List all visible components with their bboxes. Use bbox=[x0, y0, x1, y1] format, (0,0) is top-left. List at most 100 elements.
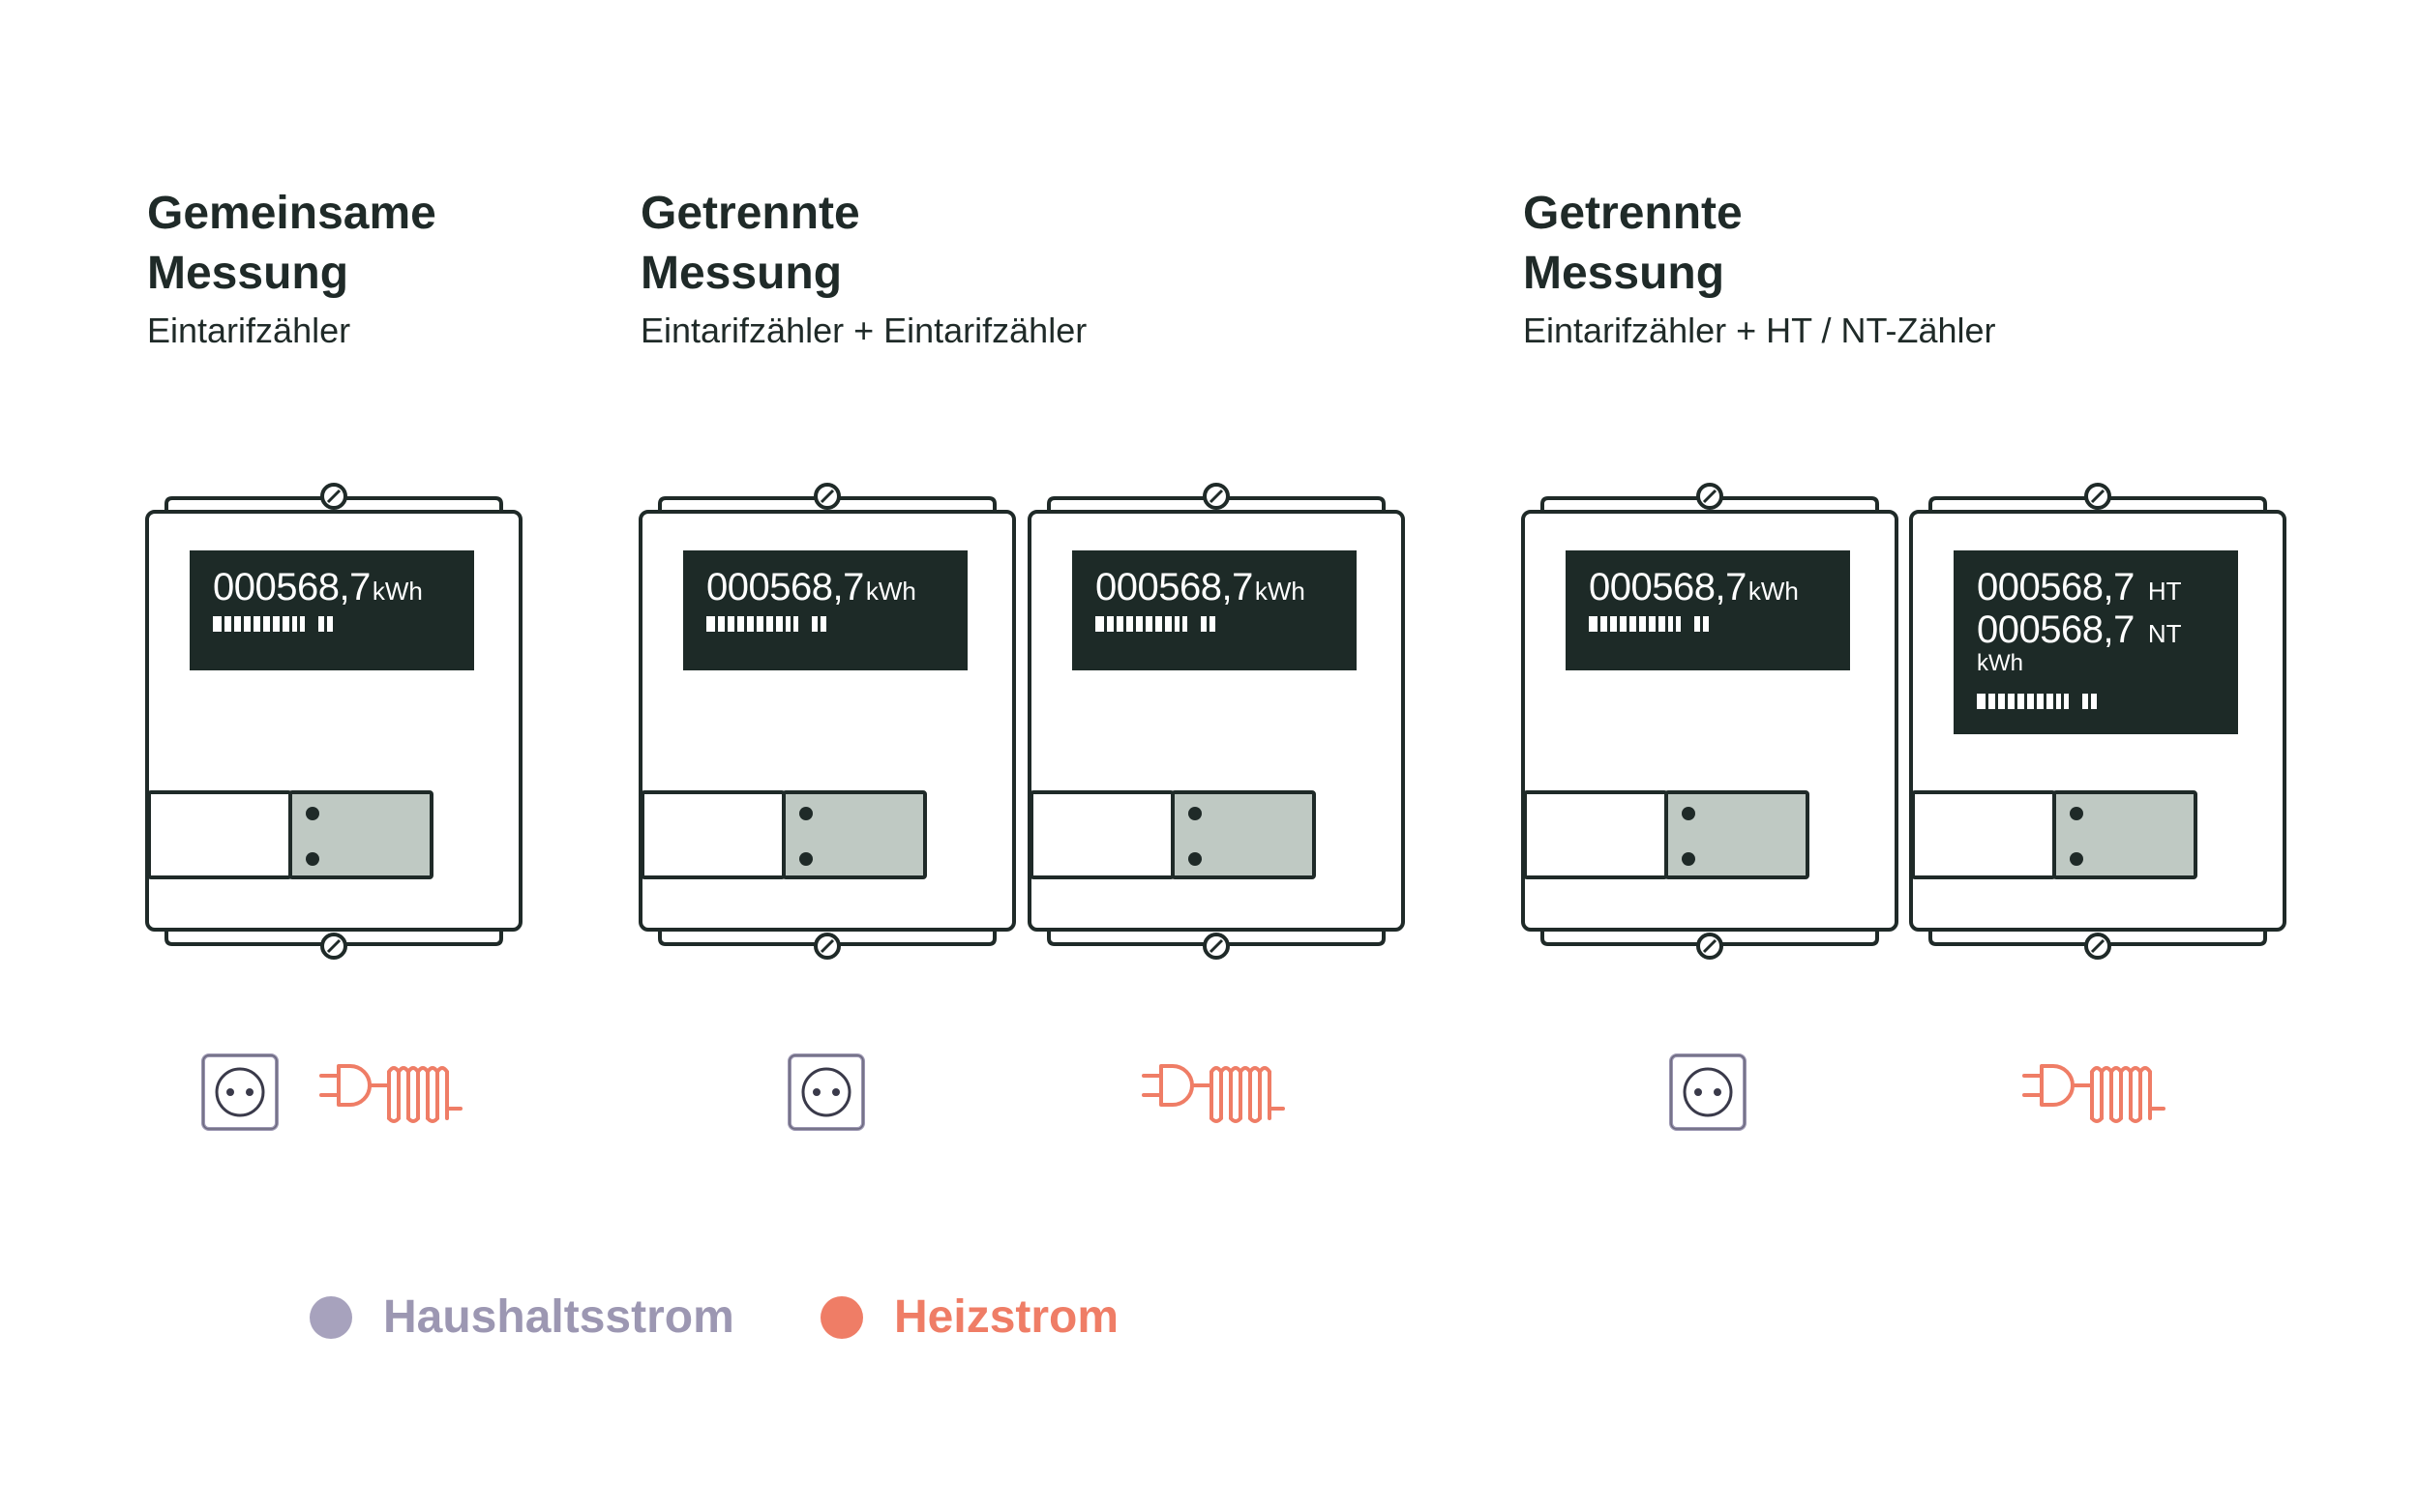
reading-row: 000568,7kWh bbox=[706, 566, 968, 608]
barcode-bar bbox=[2017, 694, 2024, 709]
barcode-bar bbox=[213, 616, 222, 632]
barcode-bar bbox=[292, 616, 297, 632]
barcode-bar bbox=[327, 616, 333, 632]
barcode-bar bbox=[1175, 616, 1180, 632]
group-title-line2: Messung bbox=[1523, 248, 1725, 299]
barcode-bar bbox=[728, 616, 734, 632]
display-barcode bbox=[1095, 616, 1357, 636]
barcode-bar bbox=[2082, 694, 2088, 709]
group-title: Getrennte Messung bbox=[641, 184, 1144, 304]
barcode-bar bbox=[1668, 616, 1673, 632]
barcode-bar bbox=[1165, 616, 1172, 632]
terminal-block bbox=[2052, 790, 2197, 879]
meter-reading-ht: 000568,7 bbox=[1977, 566, 2135, 608]
terminal-cover-left bbox=[147, 790, 292, 879]
legend-heating: Heizstrom bbox=[821, 1290, 1119, 1344]
terminal-screw bbox=[1188, 807, 1202, 820]
terminal-cover-left bbox=[1911, 790, 2056, 879]
meter-unit: kWh bbox=[1747, 577, 1799, 606]
meter-reading: 000568,7 bbox=[706, 566, 864, 608]
barcode-bar bbox=[2008, 694, 2015, 709]
terminal-screw bbox=[799, 807, 813, 820]
barcode-bar bbox=[821, 616, 826, 632]
reading-row: 000568,7kWh bbox=[1589, 566, 1850, 608]
legend-household: Haushaltsstrom bbox=[310, 1290, 734, 1344]
group-title-line1: Gemeinsame bbox=[147, 188, 436, 239]
meter-unit: kWh bbox=[865, 577, 916, 606]
group-title-line2: Messung bbox=[641, 248, 843, 299]
barcode-bar bbox=[1639, 616, 1646, 632]
barcode-bar bbox=[1684, 616, 1691, 632]
terminal-screw bbox=[1682, 807, 1695, 820]
display-barcode bbox=[706, 616, 968, 636]
terminal-cover-left bbox=[641, 790, 786, 879]
group-heading-1: Gemeinsame Messung Eintarifzähler bbox=[147, 184, 650, 352]
barcode-bar bbox=[1977, 694, 1986, 709]
barcode-bar bbox=[1117, 616, 1123, 632]
barcode-bar bbox=[1210, 616, 1215, 632]
group-title-line1: Getrennte bbox=[1523, 188, 1743, 239]
barcode-bar bbox=[1155, 616, 1162, 632]
barcode-bar bbox=[1998, 694, 2005, 709]
terminal-block bbox=[1171, 790, 1316, 879]
barcode-bar bbox=[1600, 616, 1607, 632]
meter-reading: 000568,7 bbox=[1095, 566, 1253, 608]
barcode-bar bbox=[254, 616, 260, 632]
barcode-bar bbox=[1107, 616, 1114, 632]
display-barcode bbox=[1977, 694, 2238, 713]
tariff-label-nt: NT bbox=[2147, 619, 2182, 648]
terminal-block bbox=[288, 790, 433, 879]
barcode-bar bbox=[1658, 616, 1665, 632]
meter-display: 000568,7kWh bbox=[190, 550, 474, 670]
barcode-bar bbox=[1589, 616, 1598, 632]
barcode-bar bbox=[2056, 694, 2061, 709]
terminal-screw bbox=[2070, 852, 2083, 866]
barcode-bar bbox=[263, 616, 270, 632]
terminal-screw bbox=[2070, 807, 2083, 820]
socket-icon bbox=[1669, 1053, 1747, 1131]
heater-plug-icon bbox=[2022, 1064, 2165, 1123]
terminal-cover-left bbox=[1030, 790, 1175, 879]
heater-plug-icon bbox=[319, 1064, 463, 1123]
terminal-block bbox=[1664, 790, 1809, 879]
reading-row-ht: 000568,7 HT bbox=[1977, 566, 2238, 608]
barcode-bar bbox=[1146, 616, 1152, 632]
group-title-line1: Getrennte bbox=[641, 188, 860, 239]
socket-icon bbox=[201, 1053, 279, 1131]
barcode-bar bbox=[812, 616, 818, 632]
meter-unit: kWh bbox=[1977, 650, 2023, 676]
barcode-bar bbox=[1126, 616, 1133, 632]
legend-dot-household bbox=[310, 1295, 352, 1339]
meter-unit: kWh bbox=[372, 577, 423, 606]
barcode-bar bbox=[1190, 616, 1198, 632]
barcode-bar bbox=[766, 616, 773, 632]
electricity-meter-1: 000568,7kWh bbox=[145, 479, 523, 963]
barcode-bar bbox=[2072, 694, 2079, 709]
barcode-bar bbox=[1694, 616, 1700, 632]
barcode-bar bbox=[2027, 694, 2034, 709]
barcode-bar bbox=[2091, 694, 2097, 709]
barcode-bar bbox=[786, 616, 791, 632]
barcode-bar bbox=[801, 616, 809, 632]
barcode-bar bbox=[1610, 616, 1617, 632]
meter-unit: kWh bbox=[1254, 577, 1305, 606]
heater-plug-icon bbox=[1142, 1064, 1285, 1123]
group-subtitle: Eintarifzähler bbox=[147, 311, 351, 350]
meter-display: 000568,7kWh bbox=[1566, 550, 1850, 670]
tariff-label-ht: HT bbox=[2147, 577, 2182, 606]
reading-row: 000568,7kWh bbox=[213, 566, 474, 608]
terminal-screw bbox=[799, 852, 813, 866]
reading-row: 000568,7kWh bbox=[1095, 566, 1357, 608]
barcode-bar bbox=[234, 616, 241, 632]
barcode-bar bbox=[718, 616, 725, 632]
barcode-bar bbox=[1676, 616, 1681, 632]
group-title: Gemeinsame Messung bbox=[147, 184, 650, 304]
barcode-bar bbox=[747, 616, 754, 632]
terminal-screw bbox=[1682, 852, 1695, 866]
barcode-bar bbox=[1201, 616, 1207, 632]
legend-label-heating: Heizstrom bbox=[894, 1291, 1120, 1343]
barcode-bar bbox=[283, 616, 289, 632]
electricity-meter-3: 000568,7kWh bbox=[1028, 479, 1405, 963]
barcode-bar bbox=[757, 616, 763, 632]
